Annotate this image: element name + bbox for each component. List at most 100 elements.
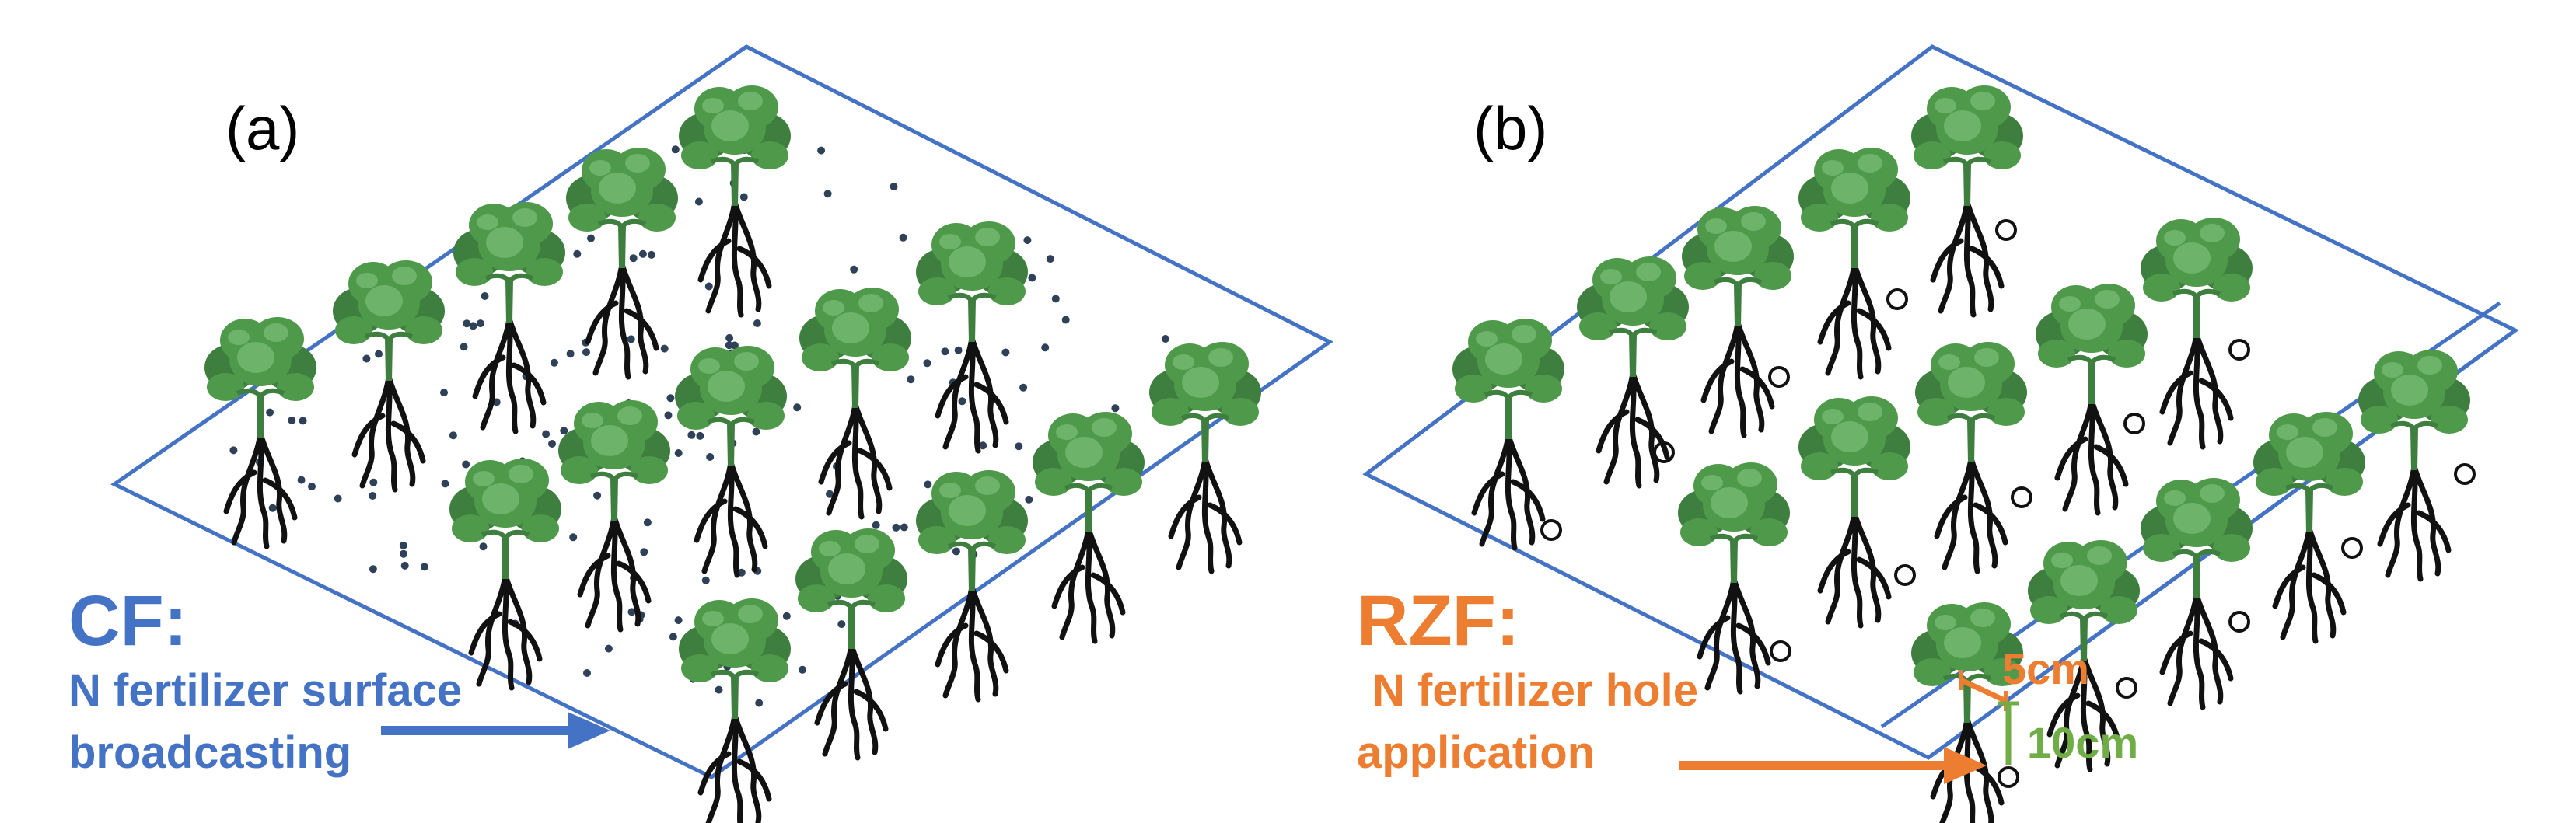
fertilizer-granule-icon — [1015, 442, 1023, 451]
fertilizer-granule-icon — [706, 453, 715, 461]
fertilizer-granule-icon — [907, 375, 915, 384]
fertilizer-hole-icon — [1998, 766, 2019, 788]
plant-icon — [2358, 350, 2470, 579]
fertilizer-granule-icon — [400, 549, 407, 558]
fertilizer-granule-icon — [1019, 383, 1028, 392]
plant-icon — [2253, 412, 2365, 641]
fertilizer-granule-icon — [666, 394, 675, 403]
panel-a-label: (a) — [225, 94, 299, 162]
plant-icon — [2141, 218, 2253, 447]
fertilizer-hole-icon — [1886, 288, 1908, 310]
fertilizer-granule-icon — [266, 408, 274, 417]
fertilizer-hole-icon — [2123, 413, 2145, 434]
plant-icon — [1915, 342, 2027, 571]
fertilizer-granule-icon — [460, 343, 468, 351]
fertilizer-granule-icon — [752, 427, 760, 436]
fertilizer-hole-icon — [2011, 486, 2032, 508]
plant-icon — [799, 288, 911, 517]
fertilizer-hole-icon — [2228, 611, 2250, 633]
fertilizer-granule-icon — [1001, 348, 1010, 357]
cf-description-line2: broadcasting — [68, 727, 351, 778]
dimension-5cm-label: 5cm — [2002, 644, 2089, 693]
plant-icon — [1911, 85, 2023, 315]
fertilizer-granule-icon — [1161, 335, 1169, 343]
rzf-description-line1: N fertilizer hole — [1372, 665, 1698, 716]
rzf-title: RZF: — [1357, 581, 1519, 661]
fertilizer-granule-icon — [627, 335, 635, 343]
fertilizer-granule-icon — [440, 389, 448, 397]
fertilizer-granule-icon — [229, 446, 238, 455]
fertilizer-granule-icon — [674, 449, 683, 457]
fertilizer-granule-icon — [954, 346, 963, 354]
plant-icon — [333, 260, 445, 490]
fertilizer-granule-icon — [715, 685, 723, 694]
fertilizer-granule-icon — [704, 282, 713, 291]
fertilizer-granule-icon — [900, 523, 908, 532]
fertilizer-granule-icon — [573, 249, 582, 258]
fertilizer-hole-icon — [1894, 564, 1916, 586]
arrow-right-icon — [1679, 747, 1987, 784]
fertilizer-granule-icon — [299, 417, 307, 425]
fertilizer-granule-icon — [696, 431, 704, 440]
fertilizer-granule-icon — [826, 490, 834, 498]
plant-icon — [1452, 319, 1564, 548]
arrow-right-icon — [381, 712, 610, 749]
plant-icon — [916, 470, 1028, 699]
fertilizer-granule-icon — [479, 542, 488, 551]
fertilizer-granule-icon — [569, 533, 578, 542]
fertilizer-granule-icon — [753, 319, 761, 327]
fertilizer-granule-icon — [560, 427, 568, 435]
plant-icon — [916, 221, 1028, 451]
plant-icon — [679, 598, 791, 823]
fertilizer-granule-icon — [288, 416, 296, 424]
cf-title: CF: — [68, 581, 187, 661]
plant-icon — [1682, 206, 1794, 435]
fertilizer-granule-icon — [725, 333, 734, 342]
fertilizer-granule-icon — [1025, 495, 1033, 504]
fertilizer-holes-b — [1540, 219, 2476, 699]
dimension-10cm — [1998, 701, 2019, 765]
fertilizer-granule-icon — [674, 616, 683, 625]
fertilizer-granule-icon — [941, 347, 949, 356]
plant-icon — [204, 317, 316, 546]
fertilizer-granule-icon — [952, 547, 960, 556]
plant-icon — [453, 202, 565, 431]
fertilizer-granule-icon — [1046, 255, 1054, 263]
fertilizer-hole-icon — [1770, 640, 1791, 662]
fertilizer-granule-icon — [476, 319, 484, 328]
fertilizer-granule-icon — [799, 665, 806, 674]
dimension-10cm-label: 10cm — [2027, 718, 2138, 767]
fertilizer-granule-icon — [399, 541, 407, 549]
fertilizer-granule-icon — [687, 431, 696, 439]
fertilizer-granule-icon — [640, 548, 648, 556]
fertilizer-granule-icon — [420, 563, 428, 571]
plant-icon — [1798, 396, 1910, 626]
fertilizer-granule-icon — [604, 644, 613, 653]
fertilizer-granule-icon — [583, 669, 591, 677]
fertilizer-granule-icon — [587, 234, 595, 242]
plant-icon — [1033, 412, 1145, 641]
fertilizer-granule-icon — [643, 518, 652, 527]
fertilizer-granule-icon — [638, 249, 647, 258]
plant-icon — [558, 400, 670, 629]
fertilizer-granule-icon — [469, 322, 477, 330]
plant-icon — [675, 346, 787, 575]
fertilizer-granule-icon — [1028, 274, 1036, 282]
fertilizer-granule-icon — [823, 190, 832, 198]
fertilizer-granule-icon — [582, 348, 590, 357]
fertilizer-granule-icon — [725, 341, 733, 350]
fertilizer-granule-icon — [566, 350, 575, 358]
fertilizer-granule-icon — [550, 358, 558, 367]
fertilizer-granule-icon — [1041, 343, 1050, 352]
fertilizer-granule-icon — [671, 145, 680, 154]
fertilizer-granule-icon — [268, 504, 277, 512]
fertilizer-granule-icon — [308, 483, 316, 490]
fertilizer-granule-icon — [629, 254, 638, 263]
fertilizer-hole-icon — [2116, 677, 2137, 699]
fertilizer-granule-icon — [660, 344, 669, 353]
plant-icon — [449, 459, 561, 688]
fertilizer-granule-icon — [730, 341, 739, 350]
fertilizer-granule-icon — [793, 403, 802, 412]
fertilizer-granule-icon — [701, 576, 710, 584]
